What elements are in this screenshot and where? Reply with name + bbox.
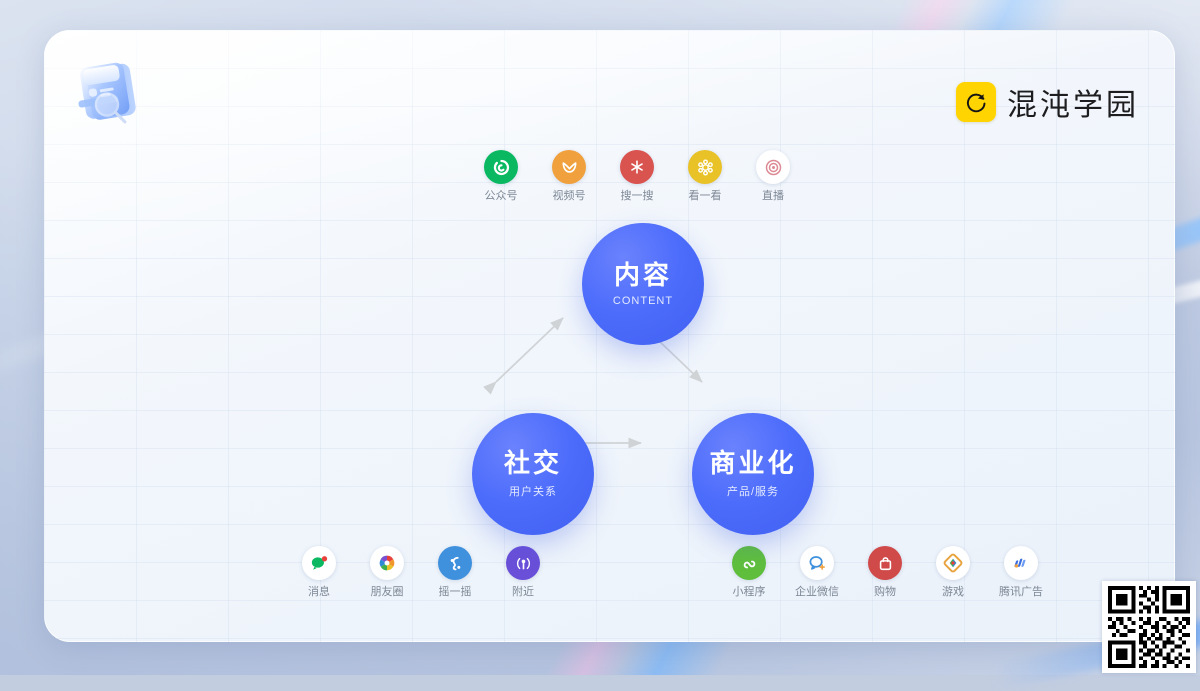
icon-label: 游戏 xyxy=(942,586,964,598)
live-rings-icon xyxy=(756,150,790,184)
mini-program-icon xyxy=(732,546,766,580)
moments-camera-icon xyxy=(370,546,404,580)
icon-item-top-stories[interactable]: 看一看 xyxy=(688,150,722,202)
icon-label: 搜一搜 xyxy=(620,190,654,202)
icon-item-channels[interactable]: 视频号 xyxy=(552,150,586,202)
node-social[interactable]: 社交 用户关系 xyxy=(472,413,594,535)
icon-label: 看一看 xyxy=(688,190,722,202)
game-diamond-icon xyxy=(936,546,970,580)
icon-label: 直播 xyxy=(762,190,784,202)
brand-name: 混沌学园 xyxy=(1007,89,1139,122)
glass-book-search-icon xyxy=(66,52,154,140)
icon-item-shopping[interactable]: 购物 xyxy=(868,546,902,598)
icon-item-message[interactable]: 消息 xyxy=(302,546,336,598)
shopping-bag-icon xyxy=(868,546,902,580)
node-subtitle: CONTENT xyxy=(612,294,674,307)
icon-label: 小程序 xyxy=(732,586,766,598)
content-icon-row: 公众号 视频号 搜一搜 看一看 直播 xyxy=(484,150,790,202)
icon-item-nearby[interactable]: 附近 xyxy=(506,546,540,598)
icon-label: 朋友圈 xyxy=(370,586,404,598)
official-account-icon xyxy=(484,150,518,184)
icon-label: 摇一摇 xyxy=(438,586,472,598)
icon-label: 公众号 xyxy=(484,190,518,202)
icon-label: 附近 xyxy=(512,586,534,598)
node-subtitle: 产品/服务 xyxy=(726,485,780,498)
shake-phone-icon xyxy=(438,546,472,580)
icon-item-work-wechat[interactable]: 企业微信 xyxy=(795,546,839,598)
icon-item-shake[interactable]: 摇一摇 xyxy=(438,546,472,598)
nearby-radar-icon xyxy=(506,546,540,580)
icon-item-moments[interactable]: 朋友圈 xyxy=(370,546,404,598)
card-sheen xyxy=(44,30,1175,642)
brand-logo: 混沌学园 xyxy=(956,80,1139,124)
node-subtitle: 用户关系 xyxy=(509,485,557,498)
icon-item-live[interactable]: 直播 xyxy=(756,150,790,202)
node-title: 社交 xyxy=(503,448,562,479)
icon-label: 消息 xyxy=(308,586,330,598)
node-commerce[interactable]: 商业化 产品/服务 xyxy=(692,413,814,535)
tencent-ads-icon xyxy=(1004,546,1038,580)
icon-label: 企业微信 xyxy=(795,586,839,598)
chat-bubble-icon xyxy=(302,546,336,580)
icon-label: 视频号 xyxy=(552,190,586,202)
icon-item-tencent-ads[interactable]: 腾讯广告 xyxy=(999,546,1043,598)
icon-item-game[interactable]: 游戏 xyxy=(936,546,970,598)
icon-item-mini-program[interactable]: 小程序 xyxy=(732,546,766,598)
icon-item-search[interactable]: 搜一搜 xyxy=(620,150,654,202)
channels-video-icon xyxy=(552,150,586,184)
icon-item-official-account[interactable]: 公众号 xyxy=(484,150,518,202)
icon-label: 腾讯广告 xyxy=(999,586,1043,598)
icon-label: 购物 xyxy=(874,586,896,598)
social-icon-row: 消息 朋友圈 xyxy=(302,546,540,598)
commerce-icon-row: 小程序 企业微信 购物 xyxy=(732,546,1043,598)
node-content[interactable]: 内容 CONTENT xyxy=(582,223,704,345)
qr-code[interactable] xyxy=(1102,581,1196,673)
node-title: 商业化 xyxy=(709,448,797,479)
search-asterisk-icon xyxy=(620,150,654,184)
top-stories-icon xyxy=(688,150,722,184)
node-title: 内容 xyxy=(613,260,672,291)
work-wechat-icon xyxy=(800,546,834,580)
chaos-circle-mark-icon xyxy=(956,82,996,122)
slide-card: 混沌学园 公众号 视频号 搜一搜 看一看 xyxy=(44,30,1175,642)
